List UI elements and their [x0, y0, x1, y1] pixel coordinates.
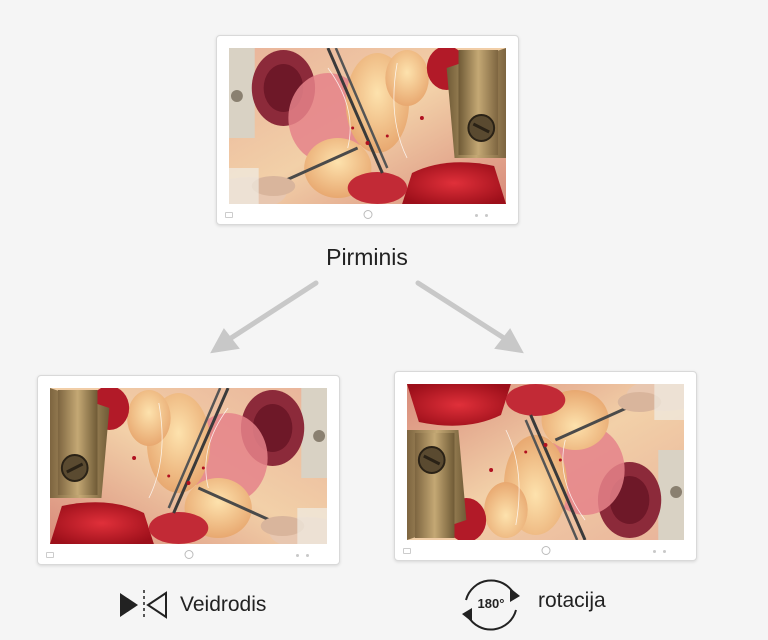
indicator-icon: [475, 214, 478, 217]
indicator-icon: [485, 214, 488, 217]
arrow-left: [225, 280, 319, 343]
surgical-image-mirrored: [50, 388, 327, 544]
lg-logo-icon: [184, 550, 193, 559]
original-label: Pirminis: [326, 244, 408, 270]
port-icon: [46, 552, 54, 558]
arrow-left-head: [210, 328, 240, 354]
monitor-original: [216, 35, 519, 225]
lg-logo-icon: [541, 546, 550, 555]
rotate-caption: 180° rotacija: [458, 576, 606, 634]
mirror-label: Veidrodis: [180, 593, 267, 616]
mirror-flip-icon: [120, 590, 167, 620]
surgical-image-original: [229, 48, 506, 204]
port-icon: [225, 212, 233, 218]
rotate-label: rotacija: [538, 589, 606, 612]
indicator-icon: [653, 550, 656, 553]
lg-logo-icon: [363, 210, 372, 219]
mirror-caption: Veidrodis: [118, 588, 266, 622]
surgical-image-rotated: [407, 384, 684, 540]
monitor-mirror: [37, 375, 340, 565]
arrow-right: [415, 280, 510, 343]
rotate-badge: 180°: [477, 596, 505, 611]
monitor-rotated: [394, 371, 697, 561]
port-icon: [403, 548, 411, 554]
rotate-180-icon: 180°: [458, 576, 524, 634]
arrow-right-head: [494, 328, 524, 354]
indicator-icon: [306, 554, 309, 557]
indicator-icon: [296, 554, 299, 557]
indicator-icon: [663, 550, 666, 553]
